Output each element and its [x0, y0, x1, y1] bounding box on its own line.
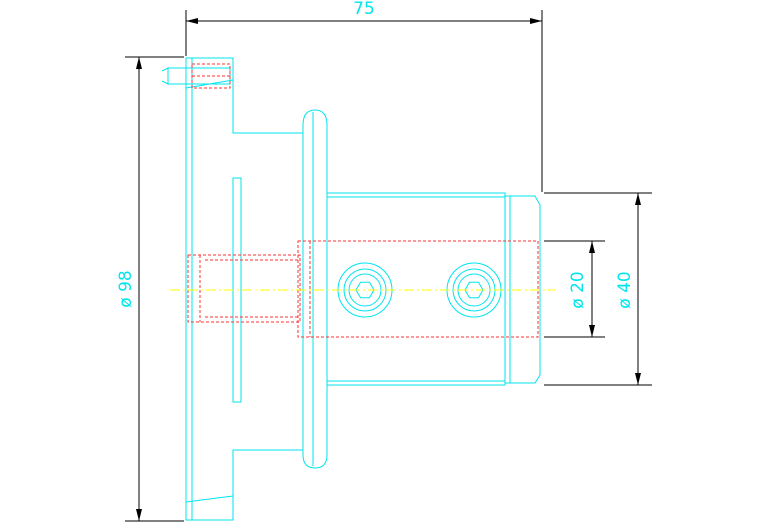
- dim-text-overall-length: 75: [353, 0, 375, 19]
- part-outline: [161, 57, 541, 521]
- hidden-lines: [187, 63, 539, 338]
- flange-chamfer-bottom: [185, 495, 234, 503]
- dim-text-body-diameter: ø 40: [615, 271, 635, 308]
- dimension-flange-diameter: [125, 56, 184, 522]
- hex-socket-screw-right: [446, 262, 502, 318]
- bore-hidden: [297, 240, 539, 338]
- shaft-hidden: [187, 254, 301, 323]
- dim-text-bore-diameter: ø 20: [568, 271, 588, 308]
- end-cap: [504, 195, 541, 384]
- main-body: [326, 192, 506, 386]
- flange-outline: [185, 57, 304, 521]
- dimension-overall-length: [185, 10, 543, 192]
- dimension-body-diameter: [544, 192, 652, 386]
- dimension-bore-diameter: [544, 240, 605, 338]
- collar-ring: [302, 109, 328, 469]
- top-pin-tip: [161, 67, 169, 72]
- top-pin-tip-2: [161, 80, 169, 85]
- dim-text-flange-diameter: ø 98: [116, 270, 136, 307]
